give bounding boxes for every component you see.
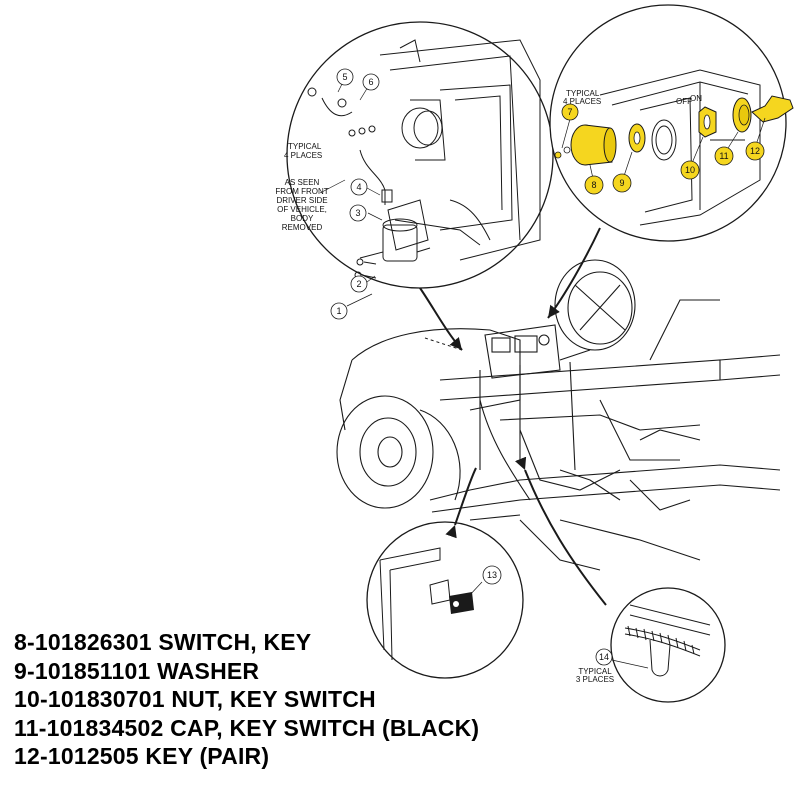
svg-text:8: 8 xyxy=(591,180,596,190)
callout-2: 2 xyxy=(350,275,368,293)
callout-6: 6 xyxy=(362,73,380,91)
svg-text:6: 6 xyxy=(368,77,373,87)
part-12-label: 12-1012505 KEY (PAIR) xyxy=(14,743,270,770)
note-as-seen: AS SEEN FROM FRONT DRIVER SIDE OF VEHICL… xyxy=(275,178,328,232)
svg-text:11: 11 xyxy=(719,151,728,161)
svg-text:4 PLACES: 4 PLACES xyxy=(563,97,601,106)
off-label: OFF xyxy=(676,97,692,106)
callout-14: 14 xyxy=(595,648,613,666)
svg-text:REMOVED: REMOVED xyxy=(282,223,323,232)
detail-circle-harness-clip: 14 TYPICAL 3 PLACES xyxy=(576,587,726,703)
callout-7: 7 xyxy=(561,103,579,121)
svg-text:1: 1 xyxy=(336,306,341,316)
detail-circle-key-switch: OFF ON 7 8 9 xyxy=(549,4,794,242)
svg-text:4 PLACES: 4 PLACES xyxy=(284,151,322,160)
part-8-label: 8-101826301 SWITCH, KEY xyxy=(14,629,312,655)
svg-text:14: 14 xyxy=(599,652,609,662)
callout-9: 9 xyxy=(612,173,632,193)
svg-text:2: 2 xyxy=(356,279,361,289)
detail-circle-relay: 5 6 4 3 2 1 TYPICAL 4 PLACES AS SEEN FRO… xyxy=(275,21,554,320)
svg-text:9: 9 xyxy=(619,178,624,188)
key-switch-body xyxy=(570,124,617,166)
callout-8: 8 xyxy=(584,175,604,195)
svg-text:5: 5 xyxy=(342,72,347,82)
callout-10: 10 xyxy=(680,160,700,180)
svg-text:13: 13 xyxy=(487,570,497,580)
part-11-label: 11-101834502 CAP, KEY SWITCH (BLACK) xyxy=(14,714,480,741)
svg-text:7: 7 xyxy=(567,107,572,117)
note-typical-4-right: TYPICAL 4 PLACES xyxy=(563,89,601,106)
key xyxy=(751,95,794,123)
part-10-label: 10-101830701 NUT, KEY SWITCH xyxy=(14,686,376,713)
callout-3: 3 xyxy=(349,204,367,222)
svg-text:DRIVER SIDE: DRIVER SIDE xyxy=(276,196,327,205)
svg-text:4: 4 xyxy=(356,182,361,192)
callout-1: 1 xyxy=(330,302,348,320)
svg-text:TYPICAL: TYPICAL xyxy=(566,89,600,98)
svg-text:12: 12 xyxy=(750,146,760,156)
part-9-label: 9-101851101 WASHER xyxy=(14,657,260,684)
parts-list: 8-101826301 SWITCH, KEY 9-101851101 WASH… xyxy=(14,628,479,771)
callout-5: 5 xyxy=(336,68,354,86)
svg-text:FROM FRONT: FROM FRONT xyxy=(275,187,328,196)
svg-text:10: 10 xyxy=(685,165,695,175)
callout-12: 12 xyxy=(745,141,765,161)
note-typical-4-left: TYPICAL 4 PLACES xyxy=(284,142,322,160)
svg-text:TYPICAL: TYPICAL xyxy=(288,142,322,151)
svg-text:OF VEHICLE,: OF VEHICLE, xyxy=(277,205,327,214)
pointer-arrows xyxy=(419,227,607,606)
svg-text:TYPICAL: TYPICAL xyxy=(578,667,612,676)
callout-13: 13 xyxy=(482,565,502,585)
callout-11: 11 xyxy=(714,146,734,166)
svg-text:BODY: BODY xyxy=(291,214,314,223)
vehicle-body-illustration xyxy=(336,259,781,571)
svg-text:AS SEEN: AS SEEN xyxy=(285,178,320,187)
svg-text:3 PLACES: 3 PLACES xyxy=(576,675,614,684)
callout-4: 4 xyxy=(350,178,368,196)
on-label: ON xyxy=(690,94,702,103)
detail-circle-receptacle: 13 xyxy=(366,521,524,679)
svg-text:3: 3 xyxy=(355,208,360,218)
receptacle-part xyxy=(449,592,474,614)
note-typical-3: TYPICAL 3 PLACES xyxy=(576,667,614,684)
